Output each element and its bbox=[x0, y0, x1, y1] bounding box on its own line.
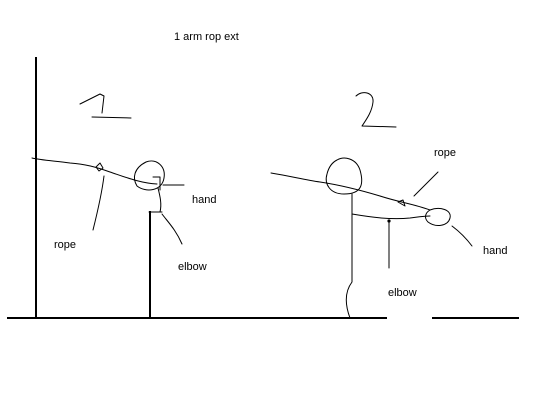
panel-2-hand-leader bbox=[451, 225, 473, 247]
panel-2-elbow-label: elbow bbox=[388, 287, 417, 299]
panel-1-elbow-label: elbow bbox=[178, 261, 207, 273]
sketch-title: 1 arm rop ext bbox=[174, 31, 239, 43]
panel-2-number-glyph bbox=[355, 92, 397, 128]
panel-2-forearm bbox=[351, 213, 431, 220]
panel-2-body bbox=[345, 193, 353, 319]
panel-1-rope-line bbox=[31, 157, 158, 185]
panel-1-forearm bbox=[157, 187, 162, 213]
panel-1-number-glyph bbox=[79, 93, 132, 119]
panel-1-elbow-leader bbox=[161, 213, 183, 245]
panel-2-shoulder-blob bbox=[325, 157, 363, 195]
panel-1-hand-detail bbox=[152, 176, 161, 191]
panel-1-rope-leader bbox=[92, 175, 105, 231]
panel-2-rope-line bbox=[270, 172, 431, 211]
panel-1-hand-circle bbox=[133, 160, 165, 191]
panel-1: 1 hand rope elbow bbox=[31, 57, 216, 319]
panel-1-rope-label: rope bbox=[54, 239, 76, 251]
panel-2-rope-label: rope bbox=[434, 147, 456, 159]
panel-2-hand-oval bbox=[425, 207, 451, 226]
panel-2-rope-knot bbox=[397, 199, 406, 207]
panel-1-hand-label: hand bbox=[192, 194, 216, 206]
panel-2: 2 rope hand elbow bbox=[270, 92, 507, 319]
panel-2-rope-leader bbox=[413, 171, 439, 197]
panel-2-elbow-dot bbox=[387, 219, 391, 223]
panel-1-rope-knot bbox=[95, 162, 104, 172]
panel-2-hand-label: hand bbox=[483, 245, 507, 257]
